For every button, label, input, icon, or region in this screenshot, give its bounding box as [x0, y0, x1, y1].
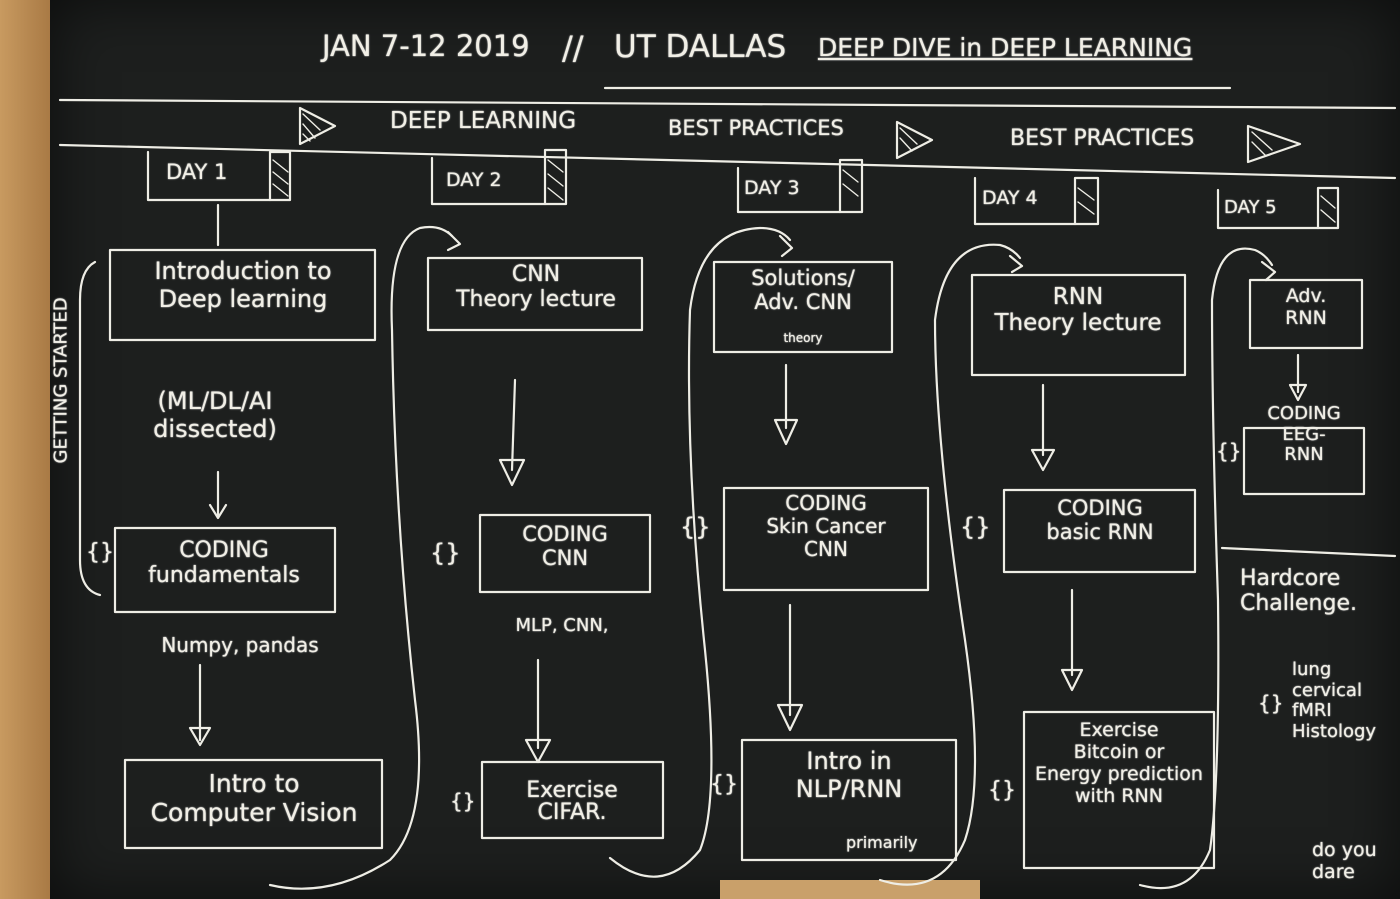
challenge-divider	[1220, 546, 1397, 558]
box-coding-basic-rnn	[1002, 488, 1197, 574]
flow-curve-2-3	[608, 226, 792, 878]
flow-curve-3-4	[878, 243, 1022, 886]
getting-started-bracket	[78, 260, 102, 597]
day1-step2-note: Numpy, pandas	[161, 633, 319, 657]
challenge-items: lung cervical fMRI Histology	[1292, 659, 1377, 743]
day1-label: DAY 1	[166, 160, 228, 184]
header-separator: //	[562, 29, 584, 67]
code-marker-challenge: {}	[1258, 691, 1284, 715]
code-marker-day2-coding: {}	[430, 539, 461, 567]
day3-box	[736, 158, 864, 214]
flow-curve-4-5	[1138, 247, 1274, 890]
challenge-tagline: do you dare	[1312, 839, 1377, 883]
box-exercise-bitcoin	[1022, 710, 1216, 870]
day3-step2-text: CODING Skin Cancer CNN	[766, 491, 886, 561]
code-marker-day3-nlp: {}	[710, 772, 738, 797]
day1-step1-text: Introduction to Deep learning	[154, 257, 332, 313]
track-flag-3	[1246, 124, 1302, 164]
box-adv-rnn	[1248, 278, 1364, 350]
day5-step2-text: CODING EEG- RNN	[1267, 403, 1341, 466]
track-flag-2	[895, 120, 934, 160]
wall-edge	[0, 0, 50, 899]
day1-step3-text: Intro to Computer Vision	[150, 769, 358, 827]
day4-label: DAY 4	[982, 187, 1038, 209]
track-line-bottom	[58, 143, 1397, 180]
day2-step1-text: CNN Theory lecture	[456, 262, 616, 313]
code-marker-day1: {}	[86, 540, 114, 565]
day4-step1-text: RNN Theory lecture	[994, 284, 1162, 337]
box-cnn-theory	[426, 256, 644, 332]
getting-started-label: GETTING STARTED	[50, 297, 72, 464]
box-coding-cnn	[478, 513, 652, 594]
day5-label: DAY 5	[1224, 197, 1277, 218]
box-coding-skin	[722, 486, 930, 592]
track-label-1: DEEP LEARNING	[390, 108, 577, 134]
code-marker-day3-coding: {}	[680, 513, 711, 541]
flow-curve-1-2	[268, 225, 454, 890]
header-venue: UT DALLAS	[614, 29, 787, 65]
day2-step2-text: CODING CNN	[522, 522, 608, 571]
day1-box	[146, 150, 292, 202]
track-line-top	[58, 98, 1397, 110]
code-marker-day4-coding: {}	[960, 513, 991, 541]
day4-box	[973, 176, 1100, 226]
day1-step2-text: CODING fundamentals	[148, 538, 300, 589]
track-label-3: BEST PRACTICES	[1010, 126, 1195, 151]
day3-step3-text: Intro in NLP/RNN	[795, 747, 903, 803]
box-intro-dl	[108, 248, 377, 342]
box-coding-fundamentals	[113, 526, 337, 614]
day1-step1-note: (ML/DL/AI dissected)	[153, 387, 277, 443]
box-exercise-cifar	[480, 760, 665, 840]
day2-label: DAY 2	[446, 169, 502, 191]
code-marker-day4-exercise: {}	[988, 778, 1016, 803]
box-adv-cnn	[712, 260, 894, 354]
day4-step3-text: Exercise Bitcoin or Energy prediction wi…	[1035, 719, 1203, 807]
day3-step1-note: theory	[783, 331, 823, 345]
track-label-2: BEST PRACTICES	[668, 116, 844, 140]
header-dates: JAN 7-12 2019	[322, 29, 530, 63]
day5-step1-text: Adv. RNN	[1285, 285, 1327, 329]
day2-step3-text: Exercise CIFAR.	[526, 778, 618, 825]
day2-step2-note: MLP, CNN,	[515, 615, 609, 636]
day3-step1-text: Solutions/ Adv. CNN	[751, 266, 855, 315]
code-marker-day5-coding: {}	[1216, 439, 1242, 463]
track-flag-1	[298, 106, 337, 146]
box-rnn-theory	[970, 273, 1187, 377]
box-intro-cv	[123, 758, 384, 850]
box-coding-eeg	[1242, 426, 1366, 496]
day3-label: DAY 3	[744, 177, 800, 199]
challenge-title: Hardcore Challenge.	[1240, 566, 1357, 617]
day4-step2-text: CODING basic RNN	[1046, 496, 1154, 545]
header-program: DEEP DIVE in DEEP LEARNING	[818, 33, 1193, 62]
code-marker-day2-exercise: {}	[450, 789, 476, 813]
day3-step3-note: primarily	[846, 833, 918, 852]
box-intro-nlp	[740, 738, 958, 862]
day5-box	[1216, 186, 1340, 230]
day2-box	[430, 148, 568, 206]
